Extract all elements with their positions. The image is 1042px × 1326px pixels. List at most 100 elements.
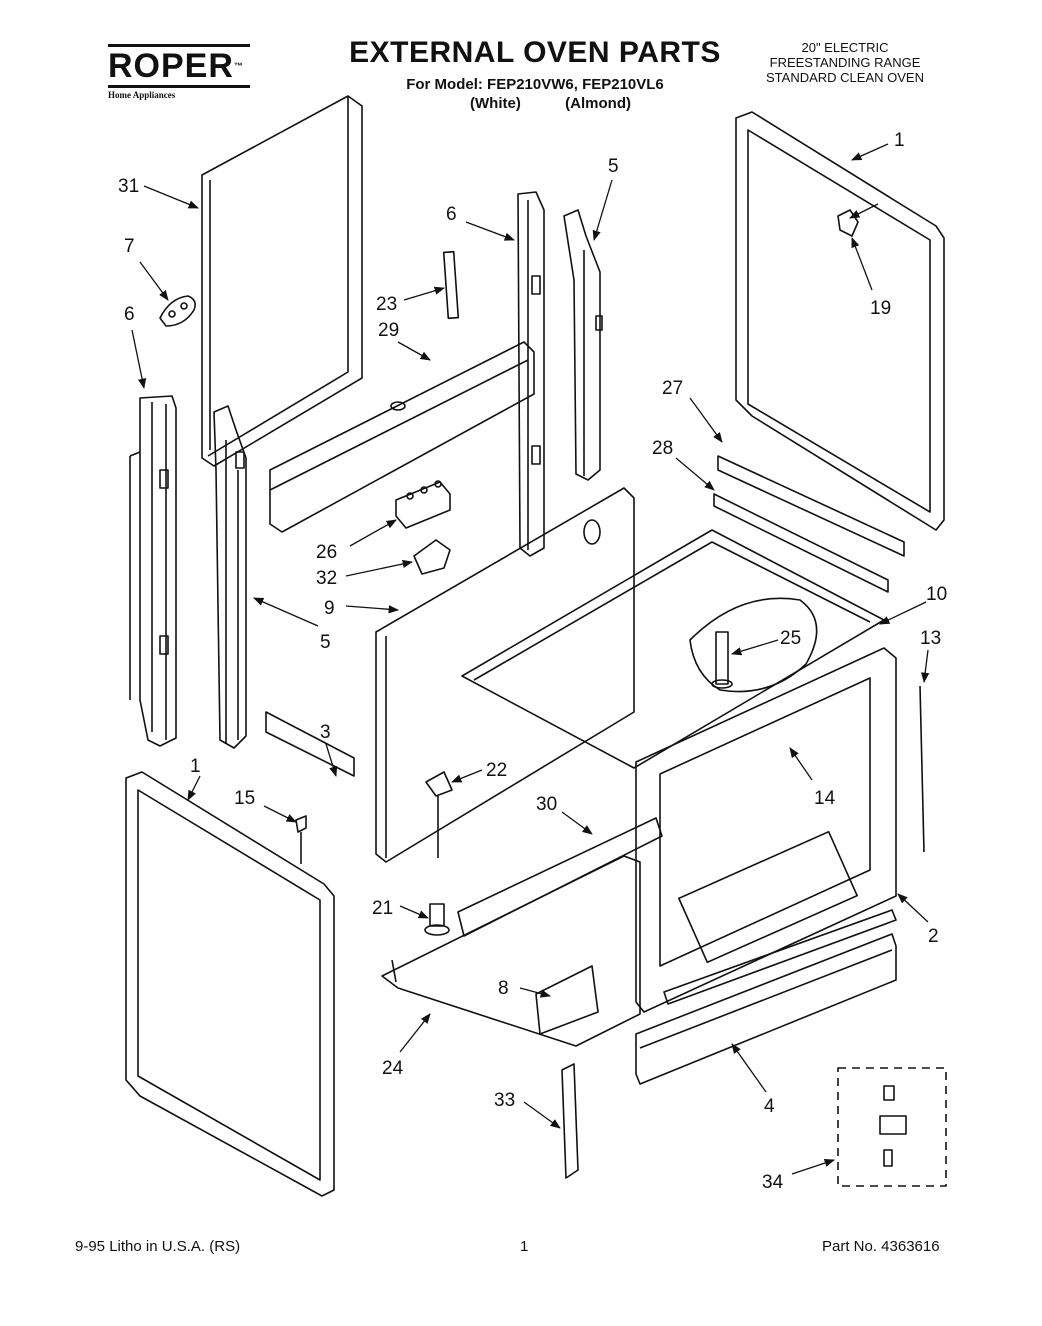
leader-1b (187, 775, 201, 801)
footer-print-info: 9-95 Litho in U.S.A. (RS) (75, 1238, 241, 1255)
trademark: ™ (233, 61, 244, 71)
part-terminal-block (395, 480, 451, 529)
part-side-panel-left (125, 771, 335, 1197)
part-rod (919, 685, 925, 853)
callout-32: 32 (316, 568, 337, 589)
description-line: STANDARD CLEAN OVEN (766, 70, 924, 85)
callout-7: 7 (124, 236, 135, 257)
callout-6: 6 (124, 304, 135, 325)
description-line: FREESTANDING RANGE (769, 55, 921, 70)
callout-24: 24 (382, 1058, 404, 1079)
leader-13 (921, 649, 930, 684)
part-thermostat (413, 539, 451, 575)
part-back-panel (201, 95, 363, 467)
logo-brand: ROPER™ (108, 47, 244, 85)
leader-21 (399, 905, 429, 919)
callout-23: 23 (376, 294, 397, 315)
page-title: EXTERNAL OVEN PARTS (349, 36, 721, 69)
callout-10: 10 (926, 584, 947, 605)
leader-6b (465, 221, 515, 241)
leader-31 (143, 185, 199, 209)
callout-4: 4 (764, 1096, 775, 1117)
leader-22 (451, 769, 483, 783)
part-front-rail-left (213, 405, 247, 749)
callout-31: 31 (118, 176, 139, 197)
product-description: 20" ELECTRIC FREESTANDING RANGE STANDARD… (730, 40, 960, 85)
callout-14: 14 (814, 788, 836, 809)
part-side-rail-left (129, 395, 177, 747)
part-trim-strip (717, 455, 905, 557)
part-leveling-leg (424, 903, 450, 936)
leader-5a (592, 179, 613, 241)
part-oven-top (461, 529, 885, 769)
callout-9: 9 (324, 598, 335, 619)
footer-part-number: Part No. 4363616 (822, 1238, 940, 1255)
part-element-terminal (711, 631, 733, 689)
leader-28 (675, 457, 715, 491)
callout-22: 22 (486, 760, 507, 781)
logo-rule (108, 85, 250, 88)
roper-logo: ROPER™ Home Appliances (108, 42, 250, 100)
leader-4 (731, 1043, 767, 1093)
callout-30: 30 (536, 794, 557, 815)
leader-34 (791, 1159, 835, 1175)
variant-white: (White) (470, 95, 521, 112)
leader-19b (849, 203, 879, 219)
model-line: For Model: FEP210VW6, FEP210VL6 (406, 76, 664, 93)
callout-3: 3 (320, 722, 331, 743)
callout-29: 29 (378, 320, 399, 341)
leader-27 (689, 397, 723, 443)
description-line: 20" ELECTRIC (801, 40, 889, 55)
leader-6a (131, 329, 147, 390)
part-kick-panel (635, 933, 897, 1085)
leader-14 (789, 747, 813, 781)
part-floor-bracket (535, 965, 599, 1035)
part-bottom-panel (381, 855, 641, 1047)
callout-25: 25 (780, 628, 801, 649)
callout-1: 1 (894, 130, 905, 151)
callout-28: 28 (652, 438, 673, 459)
callout-5: 5 (320, 632, 331, 653)
callout-15: 15 (234, 788, 255, 809)
leader-32 (345, 559, 414, 577)
callout-2: 2 (928, 926, 939, 947)
part-support-channel (457, 817, 663, 937)
part-gasket (159, 295, 196, 327)
callout-34: 34 (762, 1172, 784, 1193)
leader-26 (349, 519, 397, 547)
callout-19: 19 (870, 298, 891, 319)
callout-6: 6 (446, 204, 457, 225)
leader-15 (263, 805, 297, 823)
leader-25 (731, 639, 779, 656)
logo-rule (108, 44, 250, 47)
part-bottom-trim (663, 909, 897, 1005)
model-variants: (White) (Almond) (470, 95, 631, 112)
leader-29 (397, 341, 431, 361)
callout-1: 1 (190, 756, 201, 777)
leader-8 (519, 987, 552, 998)
part-wing-screw (425, 771, 453, 858)
logo-subtitle: Home Appliances (108, 90, 176, 100)
part-side-rail-right (517, 191, 545, 557)
leader-1a (851, 143, 889, 161)
callout-27: 27 (662, 378, 683, 399)
leader-3 (325, 743, 338, 777)
callout-5: 5 (608, 156, 619, 177)
part-rear-leg (561, 1063, 579, 1179)
leader-30 (561, 811, 593, 835)
part-clip (837, 209, 859, 237)
callout-8: 8 (498, 978, 509, 999)
footer-page-number: 1 (520, 1238, 529, 1255)
variant-almond: (Almond) (565, 95, 631, 112)
leader-7 (139, 261, 169, 301)
part-trim-strip-lower (713, 493, 889, 593)
leader-24 (399, 1013, 431, 1053)
part-front-frame (635, 647, 897, 1013)
leader-23 (403, 286, 445, 301)
leader-2 (897, 893, 929, 923)
callout-26: 26 (316, 542, 337, 563)
part-kit-box (837, 1067, 947, 1187)
part-bracket (442, 250, 460, 320)
leader-19 (851, 237, 873, 291)
